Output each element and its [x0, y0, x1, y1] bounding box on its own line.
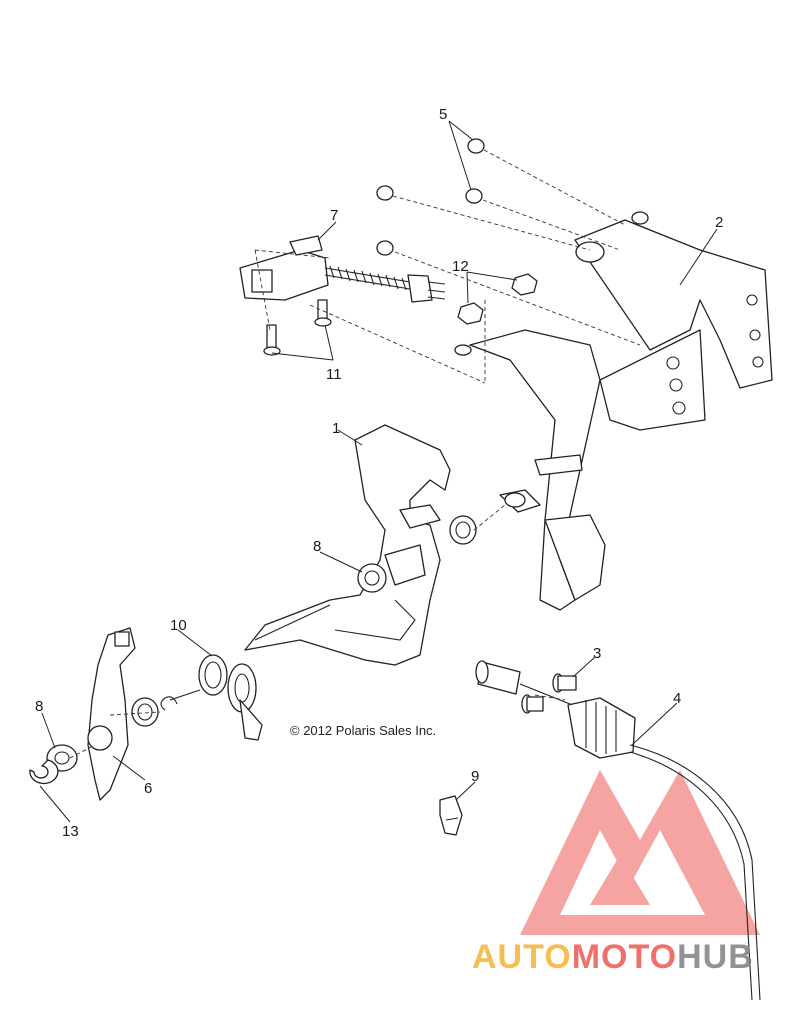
callout-3: 3 — [593, 645, 601, 662]
callout-2: 2 — [715, 214, 723, 231]
callout-8-upper: 8 — [313, 538, 321, 555]
bushing-part — [46, 515, 477, 772]
watermark-hub: HUB — [677, 938, 754, 976]
callout-11: 11 — [326, 366, 342, 383]
cable-part — [475, 660, 761, 1001]
callout-4: 4 — [673, 690, 681, 707]
callout-13: 13 — [62, 823, 79, 840]
return-spring-part — [160, 654, 263, 741]
callout-8-lower: 8 — [35, 698, 43, 715]
callout-9: 9 — [471, 768, 479, 785]
flange-nut-part — [376, 138, 485, 256]
watermark-text: AUTOMOTOHUB — [472, 938, 754, 976]
callout-6: 6 — [144, 780, 152, 797]
main-bracket-part — [454, 211, 773, 611]
brake-pedal-part — [244, 424, 451, 666]
watermark-logo-mark — [520, 770, 760, 935]
callout-5: 5 — [439, 106, 447, 123]
watermark-moto: MOTO — [572, 938, 677, 976]
callout-1: 1 — [332, 420, 340, 437]
cable-clip-part — [439, 795, 463, 836]
leader-lines — [39, 120, 718, 823]
clevis-pin-part — [521, 673, 577, 714]
callout-labels: 1 2 3 4 5 6 7 8 8 9 10 11 12 13 — [35, 106, 723, 840]
pin-part — [263, 299, 332, 356]
hex-nut-part — [457, 273, 538, 325]
callout-7: 7 — [330, 207, 338, 224]
assembly-lines — [69, 149, 641, 759]
e-clip-part — [29, 759, 59, 785]
callout-10: 10 — [170, 617, 187, 634]
callout-12: 12 — [452, 258, 469, 275]
svg-text:AUTOMOTOHUB: AUTOMOTOHUB — [472, 938, 754, 976]
watermark-auto: AUTO — [472, 938, 572, 976]
brake-switch-part — [239, 235, 446, 303]
lever-part — [87, 627, 136, 801]
copyright-text: © 2012 Polaris Sales Inc. — [290, 723, 436, 738]
